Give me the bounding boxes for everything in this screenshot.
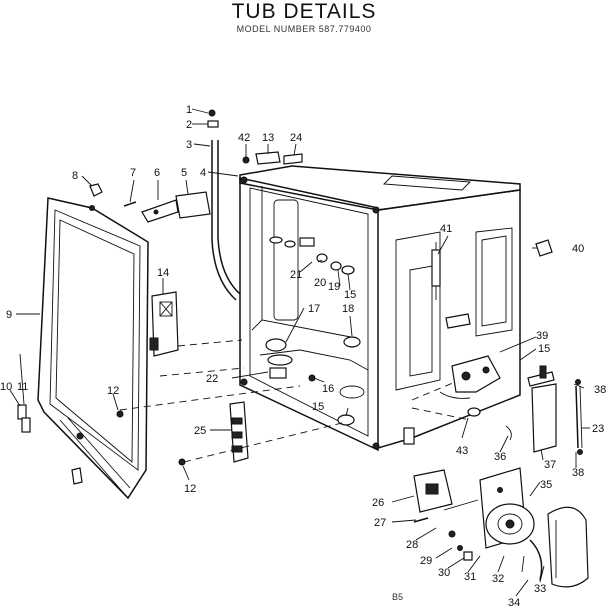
callout-35: 35 — [540, 479, 552, 491]
callout-9: 9 — [6, 309, 12, 321]
callout-19: 19 — [328, 281, 340, 293]
callout-37: 37 — [544, 459, 556, 471]
callout-14: 14 — [157, 267, 169, 279]
right-assembly — [439, 239, 583, 455]
callout-17: 17 — [308, 303, 320, 315]
alignment-dashes — [119, 339, 471, 463]
callout-15c: 15 — [538, 343, 550, 355]
callout-30: 30 — [438, 567, 450, 579]
callout-42: 42 — [238, 132, 250, 144]
callout-12a: 12 — [107, 385, 119, 397]
callout-23: 23 — [592, 423, 604, 435]
callout-26: 26 — [372, 497, 384, 509]
callout-11: 11 — [17, 381, 28, 393]
callout-10: 10 — [0, 381, 12, 393]
footer-code: B5 — [392, 592, 404, 602]
callout-2: 2 — [186, 119, 192, 131]
pump-assembly — [413, 467, 589, 588]
spray-manifold — [265, 236, 365, 426]
callout-25: 25 — [194, 425, 206, 437]
callout-22: 22 — [206, 373, 218, 385]
callout-21: 21 — [290, 269, 302, 281]
callout-15b: 15 — [312, 401, 324, 413]
callout-28: 28 — [406, 539, 418, 551]
callout-12b: 12 — [184, 483, 196, 495]
callout-7: 7 — [130, 167, 136, 179]
callout-38b: 38 — [572, 467, 584, 479]
callout-16: 16 — [322, 383, 334, 395]
callout-29: 29 — [420, 555, 432, 567]
callout-36: 36 — [494, 451, 506, 463]
callout-1: 1 — [186, 104, 192, 116]
callout-18: 18 — [342, 303, 354, 315]
callout-38a: 38 — [594, 384, 606, 396]
callout-33: 33 — [534, 583, 546, 595]
callout-24: 24 — [290, 132, 302, 144]
callout-labels: 1 2 3 4 5 6 7 8 9 10 11 12 12 13 14 15 1… — [0, 104, 606, 608]
callout-34: 34 — [508, 597, 520, 608]
tub-body — [239, 165, 521, 452]
callout-41: 41 — [440, 223, 452, 235]
page-title: TUB DETAILS — [231, 0, 377, 23]
callout-4: 4 — [200, 167, 206, 179]
callout-43: 43 — [456, 445, 468, 457]
callout-8: 8 — [72, 170, 78, 182]
model-number: MODEL NUMBER 587.779400 — [236, 24, 372, 34]
callout-39: 39 — [536, 330, 548, 342]
fill-tube — [207, 109, 303, 301]
callout-3: 3 — [186, 139, 192, 151]
door-gasket-frame — [37, 197, 149, 500]
callout-13: 13 — [262, 132, 274, 144]
callout-5: 5 — [181, 167, 187, 179]
callout-6: 6 — [154, 167, 160, 179]
callout-15a: 15 — [344, 289, 356, 301]
callout-27: 27 — [374, 517, 386, 529]
leader-lines — [9, 108, 590, 597]
callout-32: 32 — [492, 573, 504, 585]
callout-31: 31 — [464, 571, 476, 583]
callout-40: 40 — [572, 243, 584, 255]
callout-20: 20 — [314, 277, 326, 289]
